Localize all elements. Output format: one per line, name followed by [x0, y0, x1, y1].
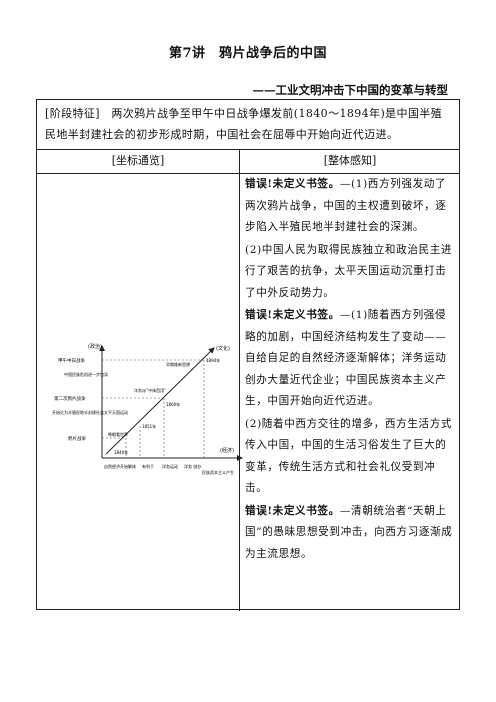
event-second-opium-war: 第二次鸦片战争: [54, 395, 86, 402]
event-opium-war: 鸦片战争: [68, 435, 86, 442]
perception-para-3: 错误!未定义书签。—(1)随着西方列强侵略的加剧，中国经济结构发生了变动——自给…: [245, 305, 453, 413]
bookmark-error-3: 错误!未定义书签。: [245, 504, 340, 517]
diag-axis-label: (文化): [216, 345, 230, 352]
bookmark-error-1: 错误!未定义书签。: [245, 178, 340, 190]
perception-para-1: 错误!未定义书签。—(1)西方列强发动了两次鸦片战争，中国的主权遭到破坏，逐步陷…: [245, 174, 453, 239]
perception-para-4: (2)随着中西方交往的增多，西方生活方式传入中国，中国的生活习俗发生了巨大的变革…: [245, 417, 453, 495]
x-axis-label: (经济): [220, 447, 234, 454]
coordinate-diagram: (政治) (经济) (文化) 甲午中日战争 中国民族危机进一步加深 第二次鸦片战…: [52, 343, 243, 475]
para-1-text: —(1)西方列强发动了两次鸦片战争，中国的主权遭到破坏，逐步陷入半殖民地半封建社…: [245, 178, 447, 233]
perception-text: 错误!未定义书签。—(1)西方列强发动了两次鸦片战争，中国的主权遭到破坏，逐步陷…: [245, 174, 453, 566]
para-3-text: —(1)随着西方列强侵略的加剧，中国经济结构发生了变动——自给自足的自然经济逐渐…: [245, 309, 447, 407]
year-1851: 1851年: [142, 423, 156, 429]
label-taiping: 太平天国运动: [104, 409, 128, 415]
x-event-westernization: 洋务运动: [162, 463, 178, 469]
x-event-natural-economy: 自然经济开始解体: [104, 463, 136, 469]
x-event-founding: 洋务 创办: [184, 463, 201, 469]
page-subtitle: ——工业文明冲击下中国的变革与转型: [252, 83, 449, 97]
diagonal-trend: [105, 347, 215, 455]
column-header-perception: [整体感知]: [323, 154, 377, 167]
year-1860: 1860年: [166, 401, 180, 407]
event-sino-japanese-war: 甲午中日战争: [58, 357, 85, 364]
year-1894: 1894年: [206, 357, 220, 363]
column-headers: [坐标通览] [整体感知]: [37, 150, 459, 174]
year-1840: 1840年: [114, 449, 128, 455]
label-early-reform: 早期维新思想: [166, 361, 190, 367]
x-event-national-capitalism: 民族资本主义产生: [202, 469, 234, 475]
perception-para-5: 错误!未定义书签。—清朝统治者“天朝上国”的愚昧思想受到冲击，向西方习逐渐成为主…: [245, 501, 453, 566]
event-national-crisis: 中国民族危机进一步加深: [64, 371, 108, 377]
para-5-text: —清朝统治者“天朝上国”的愚昧思想受到冲击，向西方习逐渐成为主流思想。: [245, 504, 453, 560]
y-axis-label: (政治): [88, 343, 102, 350]
column-divider: [239, 150, 240, 611]
page-title: 第7讲 鸦片战争后的中国: [168, 46, 328, 61]
stage-feature: [阶段特征] 两次鸦片战争至甲午中日战争爆发前(1840～1894年)是中国半殖…: [37, 100, 459, 150]
x-event-favourable: 有利于: [142, 463, 154, 469]
event-semi-colonial: 开始沦为半殖民地半封建社会: [52, 409, 104, 415]
label-open-eyes: 睁眼看世界: [108, 431, 128, 437]
perception-para-2: (2)中国人民为取得民族独立和政治民主进行了艰苦的抗争，太平天国运动沉重打击了中…: [245, 243, 453, 299]
summary-sheet: [阶段特征] 两次鸦片战争至甲午中日战争爆发前(1840～1894年)是中国半殖…: [36, 99, 460, 611]
bookmark-error-2: 错误!未定义书签。: [245, 309, 340, 321]
column-header-overview: [坐标通览]: [111, 154, 165, 167]
label-self-strengthening: 洋务派“中体西用”: [134, 387, 166, 393]
